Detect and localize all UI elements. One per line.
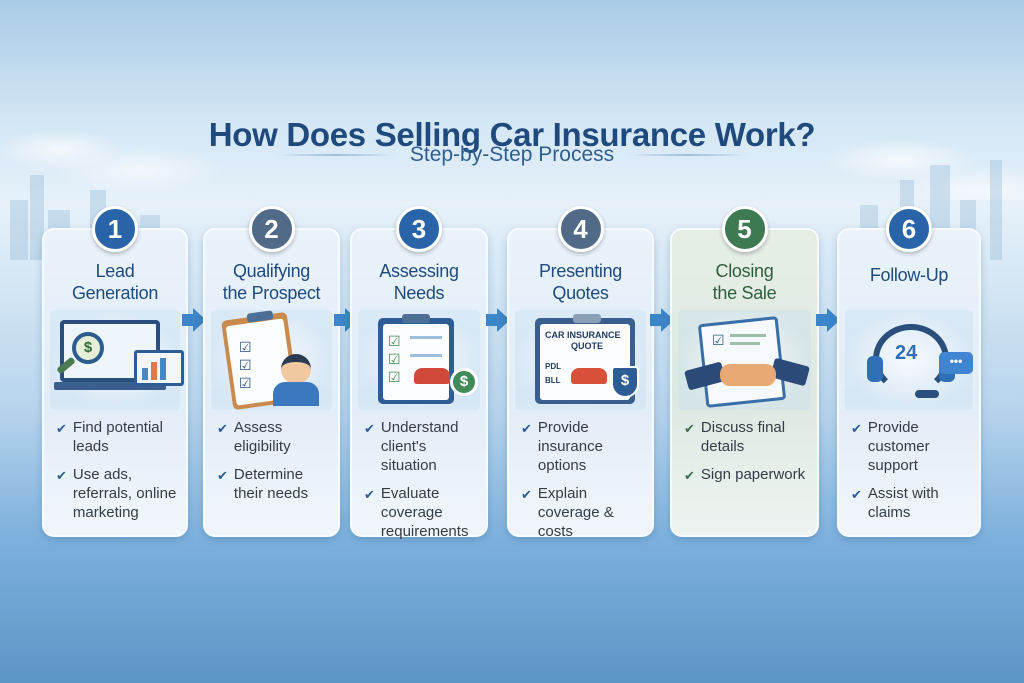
- list-item: ✔Assist with claims: [851, 485, 939, 521]
- handshake-contract-icon: ☑: [678, 310, 811, 410]
- step-card-closing-the-sale: 5 Closing the Sale ☑ ✔Discuss final deta…: [670, 206, 819, 537]
- step-number-badge: 5: [721, 206, 768, 252]
- clipboard-car-dollar-icon: ☑☑☑ $: [358, 310, 480, 410]
- step-title: Closing the Sale: [712, 261, 777, 303]
- cloud-background: [0, 90, 1024, 200]
- step-title: Follow-Up: [869, 265, 949, 285]
- car-insurance-quote-shield-icon: CAR INSURANCE QUOTE PDL BLL $: [515, 310, 646, 410]
- step-number-badge: 1: [92, 206, 138, 252]
- subtitle-row: Step-by-Step Process: [0, 143, 1024, 167]
- check-icon: ✔: [851, 487, 862, 502]
- list-item: ✔Sign paperwork: [684, 466, 806, 483]
- step-points: ✔Find potential leads ✔Use ads, referral…: [56, 418, 180, 531]
- list-item: ✔Provide customer support: [851, 419, 930, 474]
- check-icon: ✔: [364, 487, 375, 502]
- list-item: ✔Find potential leads: [56, 419, 163, 455]
- step-points: ✔Assess eligibility ✔Determine their nee…: [217, 418, 332, 512]
- check-icon: ✔: [364, 421, 375, 436]
- check-icon: ✔: [521, 487, 532, 502]
- step-points: ✔Discuss final details ✔Sign paperwork: [684, 418, 811, 494]
- laptop-magnifier-chart-icon: $: [50, 310, 184, 410]
- list-item: ✔Provide insurance options: [521, 419, 603, 474]
- page-subtitle: Step-by-Step Process: [409, 143, 615, 166]
- step-title: Assessing Needs: [379, 261, 459, 303]
- step-card-follow-up: 6 Follow-Up 24 ••• ✔Provide customer sup…: [837, 206, 981, 537]
- check-icon: ✔: [684, 468, 695, 483]
- check-icon: ✔: [851, 421, 862, 436]
- step-title: Presenting Quotes: [538, 261, 623, 303]
- step-card-assessing-needs: 3 Assessing Needs ☑☑☑ $ ✔Understand clie…: [350, 206, 488, 540]
- list-item: ✔Explain coverage & costs: [521, 485, 614, 540]
- step-number-badge: 2: [248, 206, 295, 252]
- list-item: ✔Discuss final details: [684, 419, 786, 455]
- step-number-badge: 3: [396, 206, 442, 252]
- step-points: ✔Understand client's situation ✔Evaluate…: [364, 418, 480, 550]
- list-item: ✔Determine their needs: [217, 466, 309, 502]
- headset-24-support-icon: 24 •••: [845, 310, 973, 410]
- step-card-lead-generation: 1 Lead Generation $ ✔Find potential lead…: [42, 206, 188, 537]
- step-points: ✔Provide customer support ✔Assist with c…: [851, 418, 973, 531]
- check-icon: ✔: [217, 468, 228, 483]
- step-title: Lead Generation: [71, 261, 159, 303]
- check-icon: ✔: [521, 421, 532, 436]
- step-points: ✔Provide insurance options ✔Explain cove…: [521, 418, 646, 550]
- clipboard-checklist-person-icon: ☑☑☑: [211, 310, 332, 411]
- step-card-presenting-quotes: 4 Presenting Quotes CAR INSURANCE QUOTE …: [507, 206, 654, 540]
- list-item: ✔Use ads, referrals, online marketing: [56, 466, 177, 521]
- step-card-qualifying-the-prospect: 2 Qualifying the Prospect ☑☑☑ ✔Assess el…: [203, 206, 340, 537]
- page-title: How Does Selling Car Insurance Work?: [208, 116, 816, 153]
- step-number-badge: 4: [557, 206, 604, 252]
- list-item: ✔Evaluate coverage requirements: [364, 485, 469, 540]
- check-icon: ✔: [56, 421, 67, 436]
- check-icon: ✔: [217, 421, 228, 436]
- list-item: ✔Assess eligibility: [217, 419, 291, 455]
- step-number-badge: 6: [886, 206, 932, 252]
- check-icon: ✔: [56, 468, 67, 483]
- list-item: ✔Understand client's situation: [364, 419, 459, 474]
- step-title: Qualifying the Prospect: [222, 261, 321, 303]
- divider-right: [628, 154, 749, 156]
- check-icon: ✔: [684, 421, 695, 436]
- divider-left: [275, 154, 396, 156]
